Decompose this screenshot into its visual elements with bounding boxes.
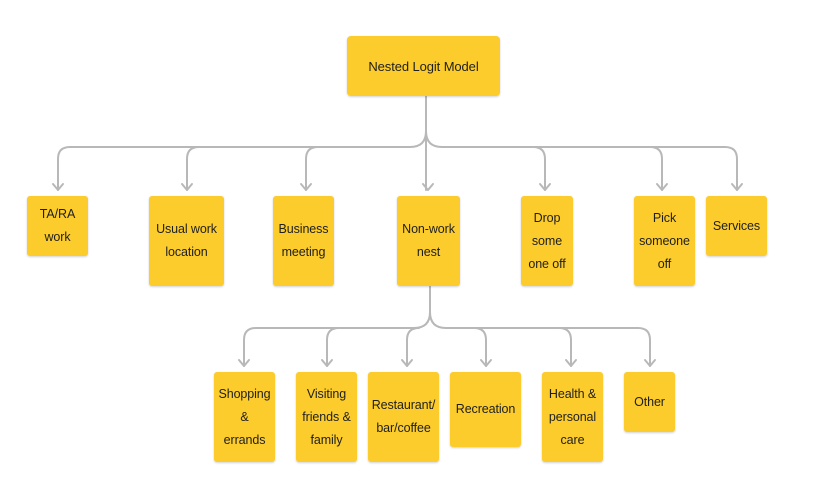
node-label: Visiting friends & family bbox=[302, 386, 351, 447]
top-level-branch-1 bbox=[186, 146, 411, 191]
non-work-level-arrowhead-1 bbox=[321, 359, 333, 367]
top-level-branch-5 bbox=[441, 146, 663, 191]
top-level-arrowhead-2 bbox=[300, 183, 312, 191]
node-health-personal-care: Health & personal care bbox=[542, 372, 603, 462]
node-label: TA/RA work bbox=[39, 207, 76, 244]
node-pick-someone-off: Pick someone off bbox=[634, 196, 695, 286]
node-label: Business meeting bbox=[278, 222, 329, 259]
top-level-arrowhead-6 bbox=[731, 183, 743, 191]
top-level-arrowhead-4 bbox=[539, 183, 551, 191]
node-label: Drop some one off bbox=[528, 210, 566, 271]
non-work-level-branch-4 bbox=[445, 327, 572, 367]
non-work-level-arrowhead-2 bbox=[401, 359, 413, 367]
non-work-level-branch-1 bbox=[326, 327, 415, 367]
node-label: Non-work nest bbox=[402, 222, 455, 259]
node-label: Health & personal care bbox=[548, 386, 597, 447]
node-non-work-nest: Non-work nest bbox=[397, 196, 460, 286]
node-label: Shopping & errands bbox=[218, 386, 271, 447]
non-work-level-branch-0 bbox=[243, 327, 415, 367]
node-services: Services bbox=[706, 196, 767, 256]
node-nested-logit-model: Nested Logit Model bbox=[347, 36, 500, 96]
top-level-arrowhead-0 bbox=[52, 183, 64, 191]
node-label: Nested Logit Model bbox=[368, 58, 479, 74]
node-recreation: Recreation bbox=[450, 372, 521, 447]
non-work-level-arrowhead-3 bbox=[480, 359, 492, 367]
node-label: Recreation bbox=[455, 402, 516, 416]
non-work-level-arrowhead-5 bbox=[644, 359, 656, 367]
node-label: Pick someone off bbox=[639, 210, 690, 271]
node-label: Usual work location bbox=[156, 222, 217, 259]
node-label: Other bbox=[634, 394, 665, 409]
non-work-level-branch-5 bbox=[445, 327, 651, 367]
top-level-branch-6 bbox=[441, 146, 738, 191]
node-other: Other bbox=[624, 372, 675, 432]
non-work-level-split-right bbox=[429, 311, 447, 329]
node-visiting-friends-family: Visiting friends & family bbox=[296, 372, 357, 462]
top-level-split-left bbox=[409, 130, 427, 148]
node-business-meeting: Business meeting bbox=[273, 196, 334, 286]
non-work-level-arrowhead-0 bbox=[238, 359, 250, 367]
node-ta-ra-work: TA/RA work bbox=[27, 196, 88, 256]
node-drop-someone-off: Drop some one off bbox=[521, 196, 573, 286]
non-work-level-branch-3 bbox=[445, 327, 487, 367]
node-restaurant-bar-coffee: Restaurant/ bar/coffee bbox=[368, 372, 439, 462]
top-level-branch-2 bbox=[305, 146, 411, 191]
non-work-level-branch-2 bbox=[406, 327, 420, 367]
top-level-split-right bbox=[425, 130, 443, 148]
top-level-arrowhead-5 bbox=[656, 183, 668, 191]
node-shopping-errands: Shopping & errands bbox=[214, 372, 275, 462]
top-level-branch-4 bbox=[441, 146, 546, 191]
node-usual-work-location: Usual work location bbox=[149, 196, 224, 286]
top-level-branch-0 bbox=[57, 146, 411, 191]
top-level-arrowhead-3 bbox=[422, 183, 434, 191]
node-label: Services bbox=[712, 218, 761, 233]
top-level-arrowhead-1 bbox=[181, 183, 193, 191]
non-work-level-arrowhead-4 bbox=[565, 359, 577, 367]
non-work-level-split-left bbox=[413, 311, 431, 329]
node-label: Restaurant/ bar/coffee bbox=[371, 398, 436, 435]
